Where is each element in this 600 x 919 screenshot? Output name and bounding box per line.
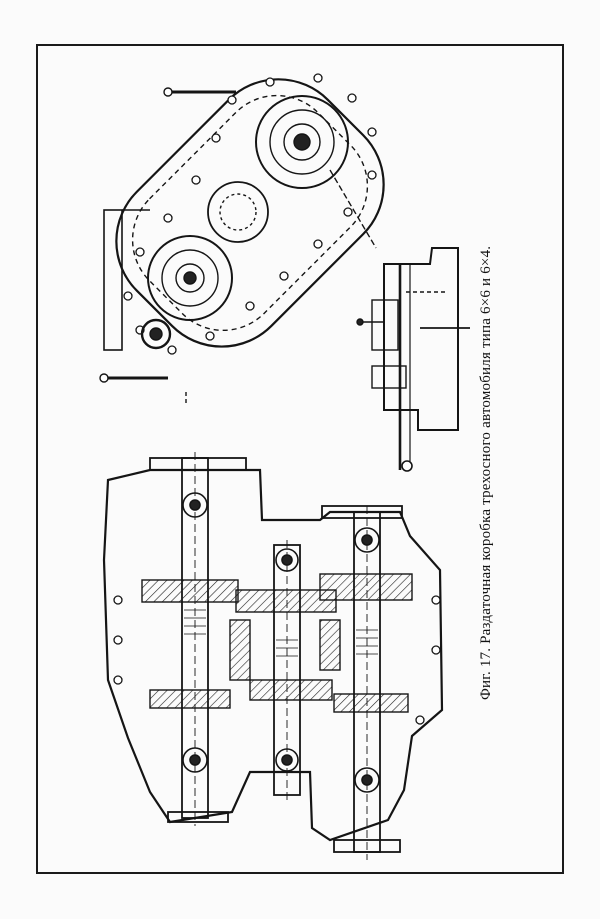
figure-frame — [36, 44, 564, 874]
longitudinal-section-view — [102, 452, 444, 860]
housing-front-view — [99, 73, 385, 404]
figure-caption: Фиг. 17. Раздаточная коробка трехосного … — [478, 245, 494, 700]
side-section-view — [356, 247, 470, 472]
